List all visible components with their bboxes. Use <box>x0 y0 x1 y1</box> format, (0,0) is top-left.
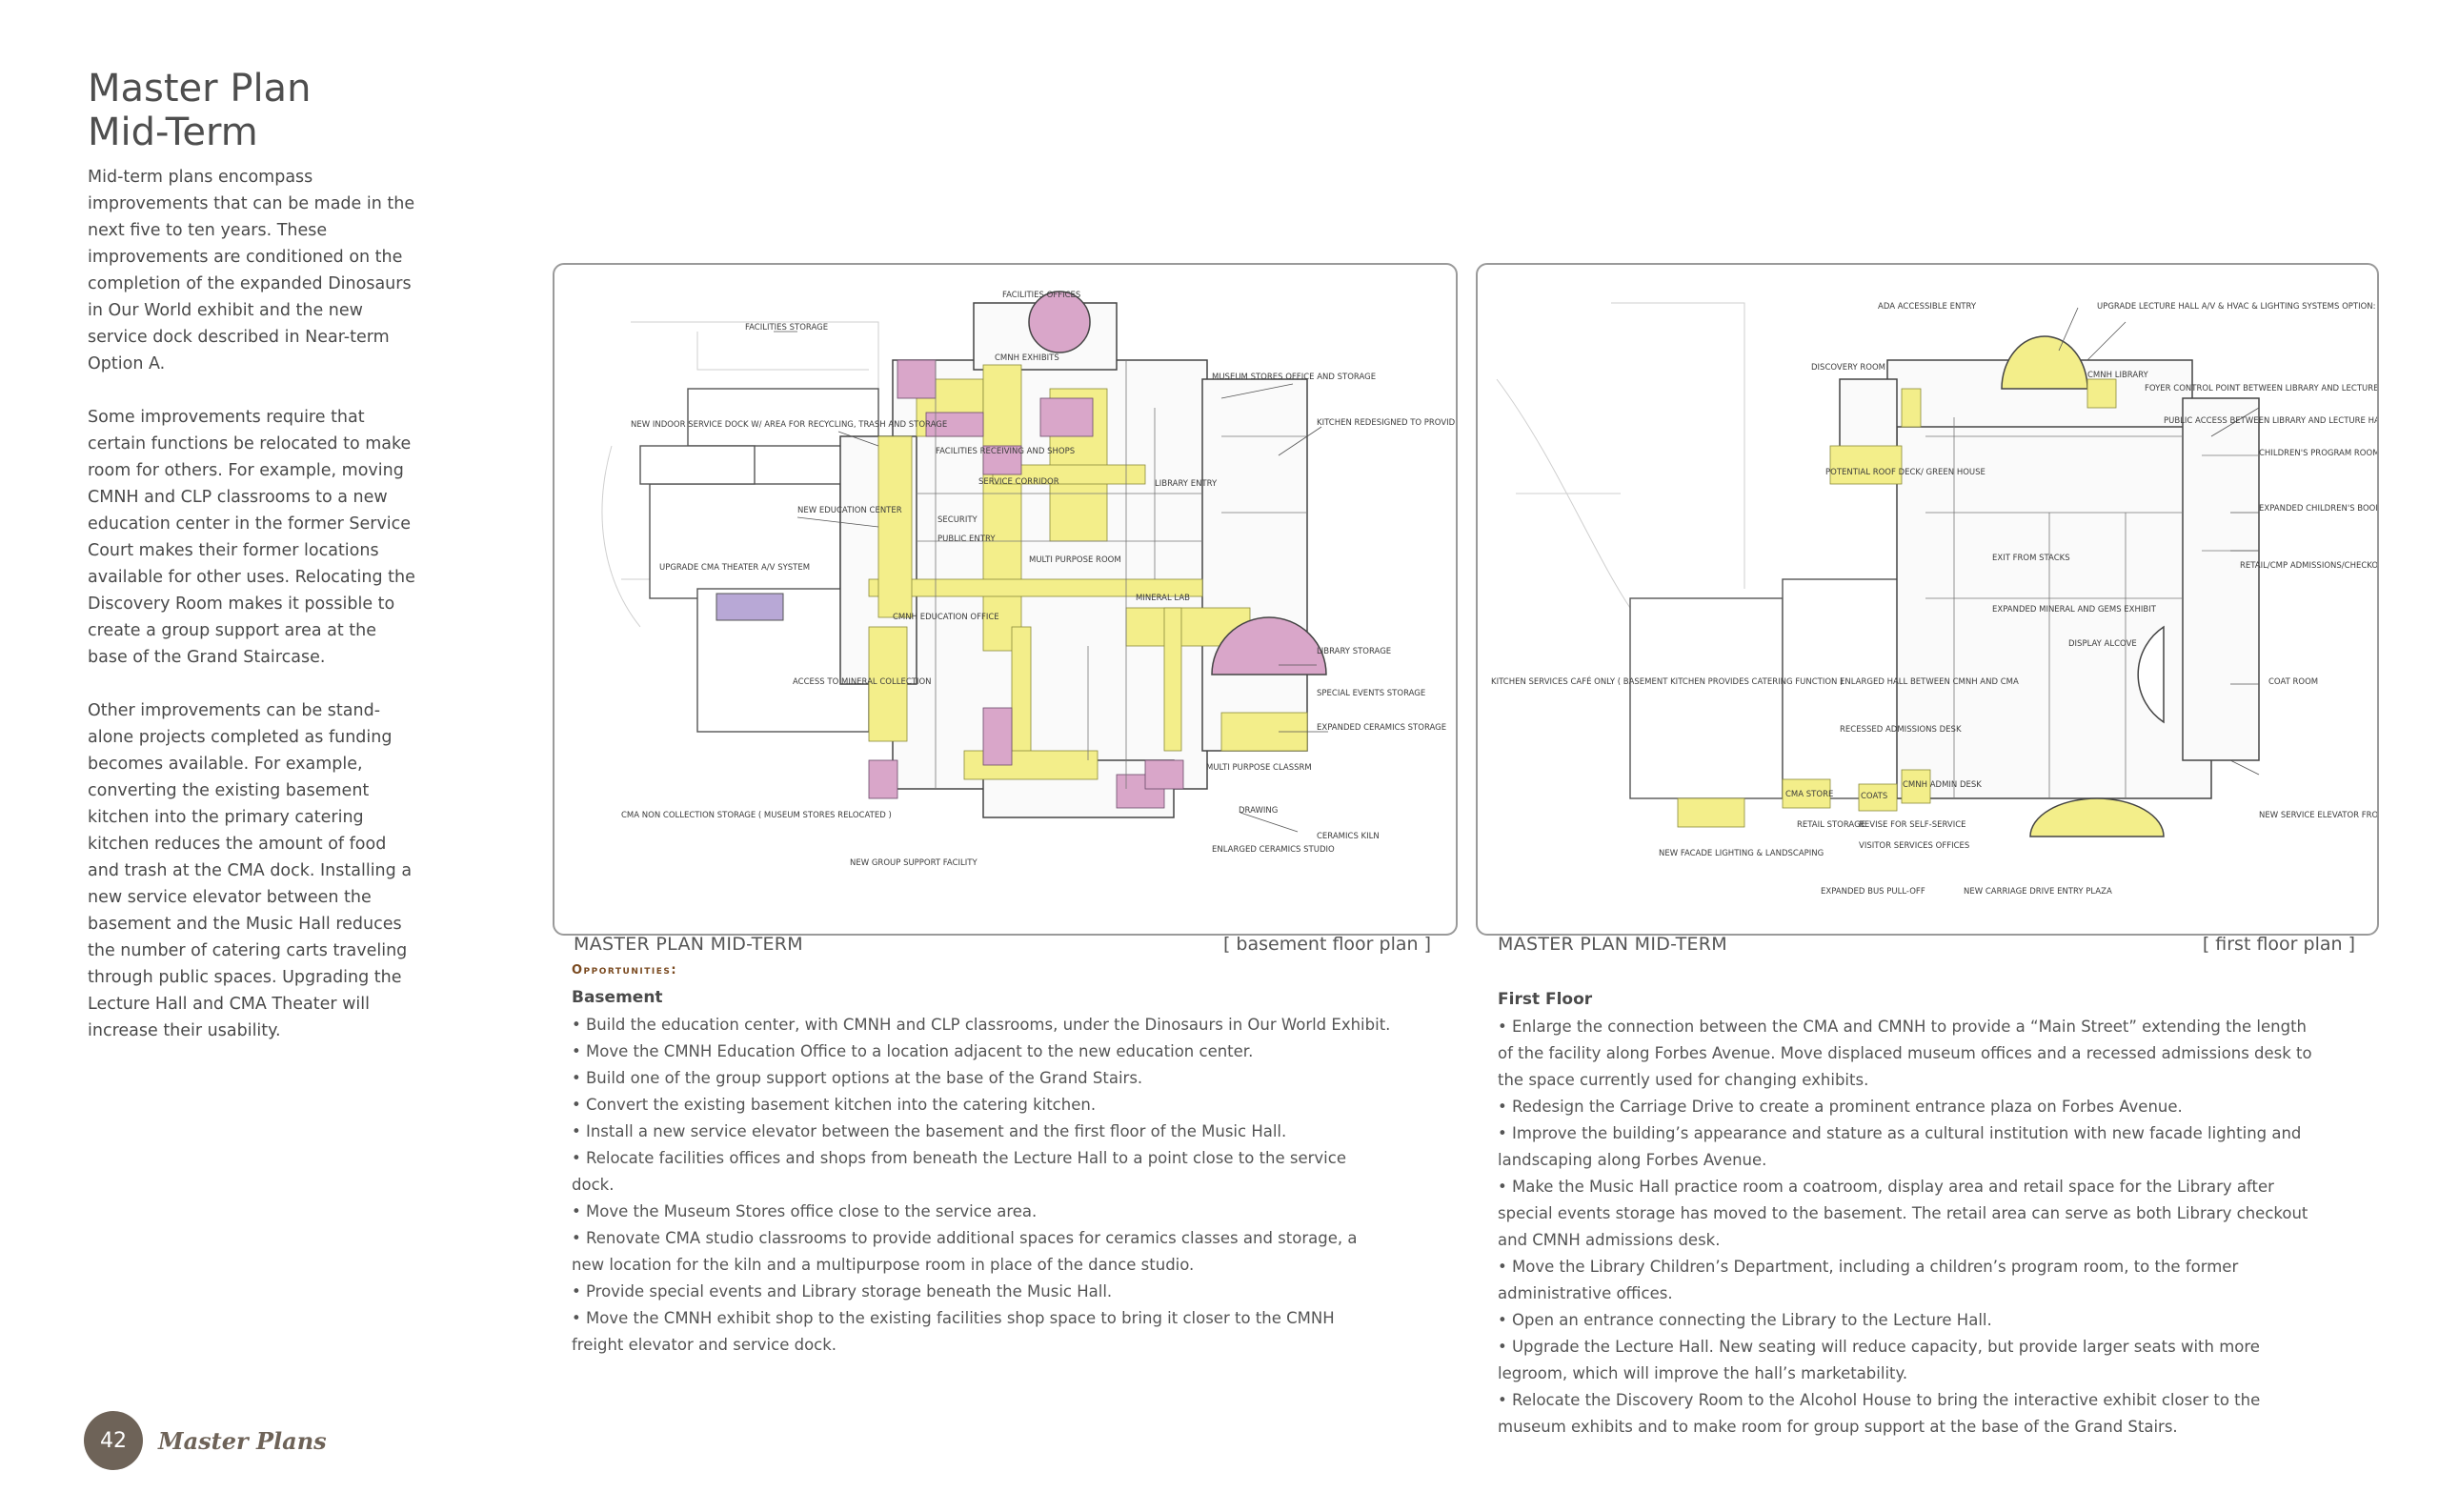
label-recessed-admissions: RECESSED ADMISSIONS DESK <box>1840 725 1962 735</box>
first-floor-heading: First Floor <box>1498 990 1593 1009</box>
label-multi-purpose: MULTI PURPOSE ROOM <box>1029 555 1121 565</box>
title-line-2: Mid-Term <box>88 111 258 154</box>
list-item: Build the education center, with CMNH an… <box>572 1012 1391 1038</box>
basement-opportunities: Opportunities: Basement Build the educat… <box>572 958 1391 1359</box>
label-service-corridor: SERVICE CORRIDOR <box>978 477 1059 487</box>
list-item: Open an entrance connecting the Library … <box>1498 1307 2317 1334</box>
label-roof-deck: POTENTIAL ROOF DECK/ GREEN HOUSE <box>1825 468 1985 477</box>
list-item: Relocate facilities offices and shops fr… <box>572 1145 1391 1199</box>
footer-section-title: Master Plans <box>158 1426 327 1455</box>
list-item: Move the Library Children’s Department, … <box>1498 1254 2317 1307</box>
label-ada-entry: ADA ACCESSIBLE ENTRY <box>1878 302 1977 312</box>
list-item: Convert the existing basement kitchen in… <box>572 1092 1391 1119</box>
label-retail-storage: RETAIL STORAGE <box>1797 820 1865 830</box>
first-floor-list: Enlarge the connection between the CMA a… <box>1498 1014 2317 1441</box>
label-multi-purpose-classrm: MULTI PURPOSE CLASSRM <box>1206 763 1312 773</box>
intro-paragraph-2: Some improvements require that certain f… <box>88 408 415 667</box>
list-item: Provide special events and Library stora… <box>572 1279 1391 1305</box>
label-cmnh-library: CMNH LIBRARY <box>2087 371 2149 380</box>
page-footer: 42 Master Plans <box>84 1410 327 1471</box>
label-kitchen: KITCHEN REDESIGNED TO PROVIDE CATERING F… <box>1317 416 1456 428</box>
label-lecture-hall: UPGRADE LECTURE HALL A/V & HVAC & LIGHTI… <box>2097 302 2377 312</box>
label-museum-stores: MUSEUM STORES OFFICE AND STORAGE <box>1212 373 1376 382</box>
label-service-elevator: NEW SERVICE ELEVATOR FROM BASEMENT FOR S… <box>2259 811 2377 820</box>
label-coats: COATS <box>1861 792 1887 801</box>
basement-list: Build the education center, with CMNH an… <box>572 1012 1391 1359</box>
label-facilities-receiving: FACILITIES RECEIVING AND SHOPS <box>936 447 1075 456</box>
basement-heading: Basement <box>572 988 663 1007</box>
basement-plan-drawing: FACILITIES STORAGE FACILITIES OFFICES CM… <box>601 291 1456 868</box>
label-discovery-room: DISCOVERY ROOM <box>1811 363 1885 373</box>
label-enlarged-hall: ENLARGED HALL BETWEEN CMNH AND CMA <box>1840 677 2019 687</box>
basement-caption-subtitle: [ basement floor plan ] <box>1222 934 1431 955</box>
label-new-education: NEW EDUCATION CENTER <box>797 506 902 515</box>
label-public-entry: PUBLIC ENTRY <box>937 534 996 544</box>
first-floor-plan: ADA ACCESSIBLE ENTRY UPGRADE LECTURE HAL… <box>1476 263 2379 936</box>
label-bus-pulloff: EXPANDED BUS PULL-OFF <box>1821 887 1925 897</box>
label-public-access: PUBLIC ACCESS BETWEEN LIBRARY AND LECTUR… <box>2164 416 2377 426</box>
first-floor-opportunities: First Floor Enlarge the connection betwe… <box>1498 985 2317 1441</box>
label-ceramics-studio: ENLARGED CERAMICS STUDIO <box>1212 845 1335 855</box>
list-item: Move the CMNH Education Office to a loca… <box>572 1038 1391 1065</box>
label-facade-lighting: NEW FACADE LIGHTING & LANDSCAPING <box>1659 849 1824 858</box>
label-service-dock: NEW INDOOR SERVICE DOCK W/ AREA FOR RECY… <box>631 420 947 430</box>
label-exit-stacks: EXIT FROM STACKS <box>1992 554 2070 563</box>
label-security: SECURITY <box>937 515 978 525</box>
label-display-alcove: DISPLAY ALCOVE <box>2068 639 2137 649</box>
opportunities-heading: Opportunities: <box>572 963 678 978</box>
first-floor-plan-caption: MASTER PLAN MID-TERM [ first floor plan … <box>1498 934 2355 958</box>
label-childrens-books: EXPANDED CHILDREN'S BOOKS <box>2259 504 2377 514</box>
first-floor-plan-drawing: ADA ACCESSIBLE ENTRY UPGRADE LECTURE HAL… <box>1491 302 2377 897</box>
list-item: Renovate CMA studio classrooms to provid… <box>572 1225 1391 1279</box>
label-library-entry: LIBRARY ENTRY <box>1155 479 1218 489</box>
basement-caption-title: MASTER PLAN MID-TERM <box>574 934 803 955</box>
basement-floor-plan: FACILITIES STORAGE FACILITIES OFFICES CM… <box>553 263 1458 936</box>
intro-paragraph-3: Other improvements can be stand-alone pr… <box>88 701 413 1040</box>
label-facilities-offices: FACILITIES OFFICES <box>1002 291 1080 300</box>
list-item: Make the Music Hall practice room a coat… <box>1498 1174 2317 1254</box>
label-kitchen-services: KITCHEN SERVICES CAFÉ ONLY ( BASEMENT KI… <box>1491 675 1843 687</box>
label-visitor-services: VISITOR SERVICES OFFICES <box>1859 841 1969 851</box>
label-cma-storage: CMA NON COLLECTION STORAGE ( MUSEUM STOR… <box>621 811 892 820</box>
page-number-badge: 42 <box>84 1411 143 1470</box>
label-coat-room: COAT ROOM <box>2268 677 2318 687</box>
list-item: Move the Museum Stores office close to t… <box>572 1199 1391 1225</box>
label-foyer-control: FOYER CONTROL POINT BETWEEN LIBRARY AND … <box>2145 384 2377 393</box>
basement-plan-caption: MASTER PLAN MID-TERM [ basement floor pl… <box>574 934 1431 958</box>
label-special-events: SPECIAL EVENTS STORAGE <box>1317 689 1425 698</box>
label-revise-self: REVISE FOR SELF-SERVICE <box>1859 820 1966 830</box>
first-caption-subtitle: [ first floor plan ] <box>2202 934 2355 955</box>
label-mineral-lab: MINERAL LAB <box>1136 594 1190 603</box>
label-gems: EXPANDED MINERAL AND GEMS EXHIBIT <box>1992 605 2157 615</box>
first-caption-title: MASTER PLAN MID-TERM <box>1498 934 1727 955</box>
intro-paragraph-1: Mid-term plans encompass improvements th… <box>88 168 415 373</box>
list-item: Build one of the group support options a… <box>572 1065 1391 1092</box>
label-facilities-storage: FACILITIES STORAGE <box>745 323 828 333</box>
list-item: Enlarge the connection between the CMA a… <box>1498 1014 2317 1094</box>
title-line-1: Master Plan <box>88 67 312 111</box>
label-cma-theater: UPGRADE CMA THEATER A/V SYSTEM <box>659 563 810 573</box>
label-childrens-program: CHILDREN'S PROGRAM ROOM <box>2259 449 2377 458</box>
label-retail: RETAIL/CMP ADMISSIONS/CHECKOUT <box>2240 561 2377 571</box>
label-drawing: DRAWING <box>1239 806 1278 816</box>
label-cmnh-admin: CMNH ADMIN DESK <box>1903 780 1982 790</box>
label-carriage-drive: NEW CARRIAGE DRIVE ENTRY PLAZA <box>1964 887 2112 897</box>
label-ceramics-storage: EXPANDED CERAMICS STORAGE <box>1317 723 1446 733</box>
label-library-storage: LIBRARY STORAGE <box>1317 647 1391 656</box>
list-item: Improve the building’s appearance and st… <box>1498 1120 2317 1174</box>
list-item: Install a new service elevator between t… <box>572 1119 1391 1145</box>
label-ceramics-kiln: CERAMICS KILN <box>1317 832 1380 841</box>
page-title: Master Plan Mid-Term <box>88 67 421 154</box>
intro-column: Master Plan Mid-Term Mid-term plans enco… <box>88 67 421 1071</box>
label-group-support: NEW GROUP SUPPORT FACILITY <box>850 858 978 868</box>
list-item: Upgrade the Lecture Hall. New seating wi… <box>1498 1334 2317 1387</box>
list-item: Move the CMNH exhibit shop to the existi… <box>572 1305 1391 1359</box>
list-item: Redesign the Carriage Drive to create a … <box>1498 1094 2317 1120</box>
list-item: Relocate the Discovery Room to the Alcoh… <box>1498 1387 2317 1441</box>
label-access-mineral: ACCESS TO MINERAL COLLECTION <box>793 677 932 687</box>
label-cma-store: CMA STORE <box>1785 790 1833 799</box>
label-cmnh-exhibits: CMNH EXHIBITS <box>995 353 1059 363</box>
label-cmnh-education: CMNH EDUCATION OFFICE <box>893 613 999 622</box>
